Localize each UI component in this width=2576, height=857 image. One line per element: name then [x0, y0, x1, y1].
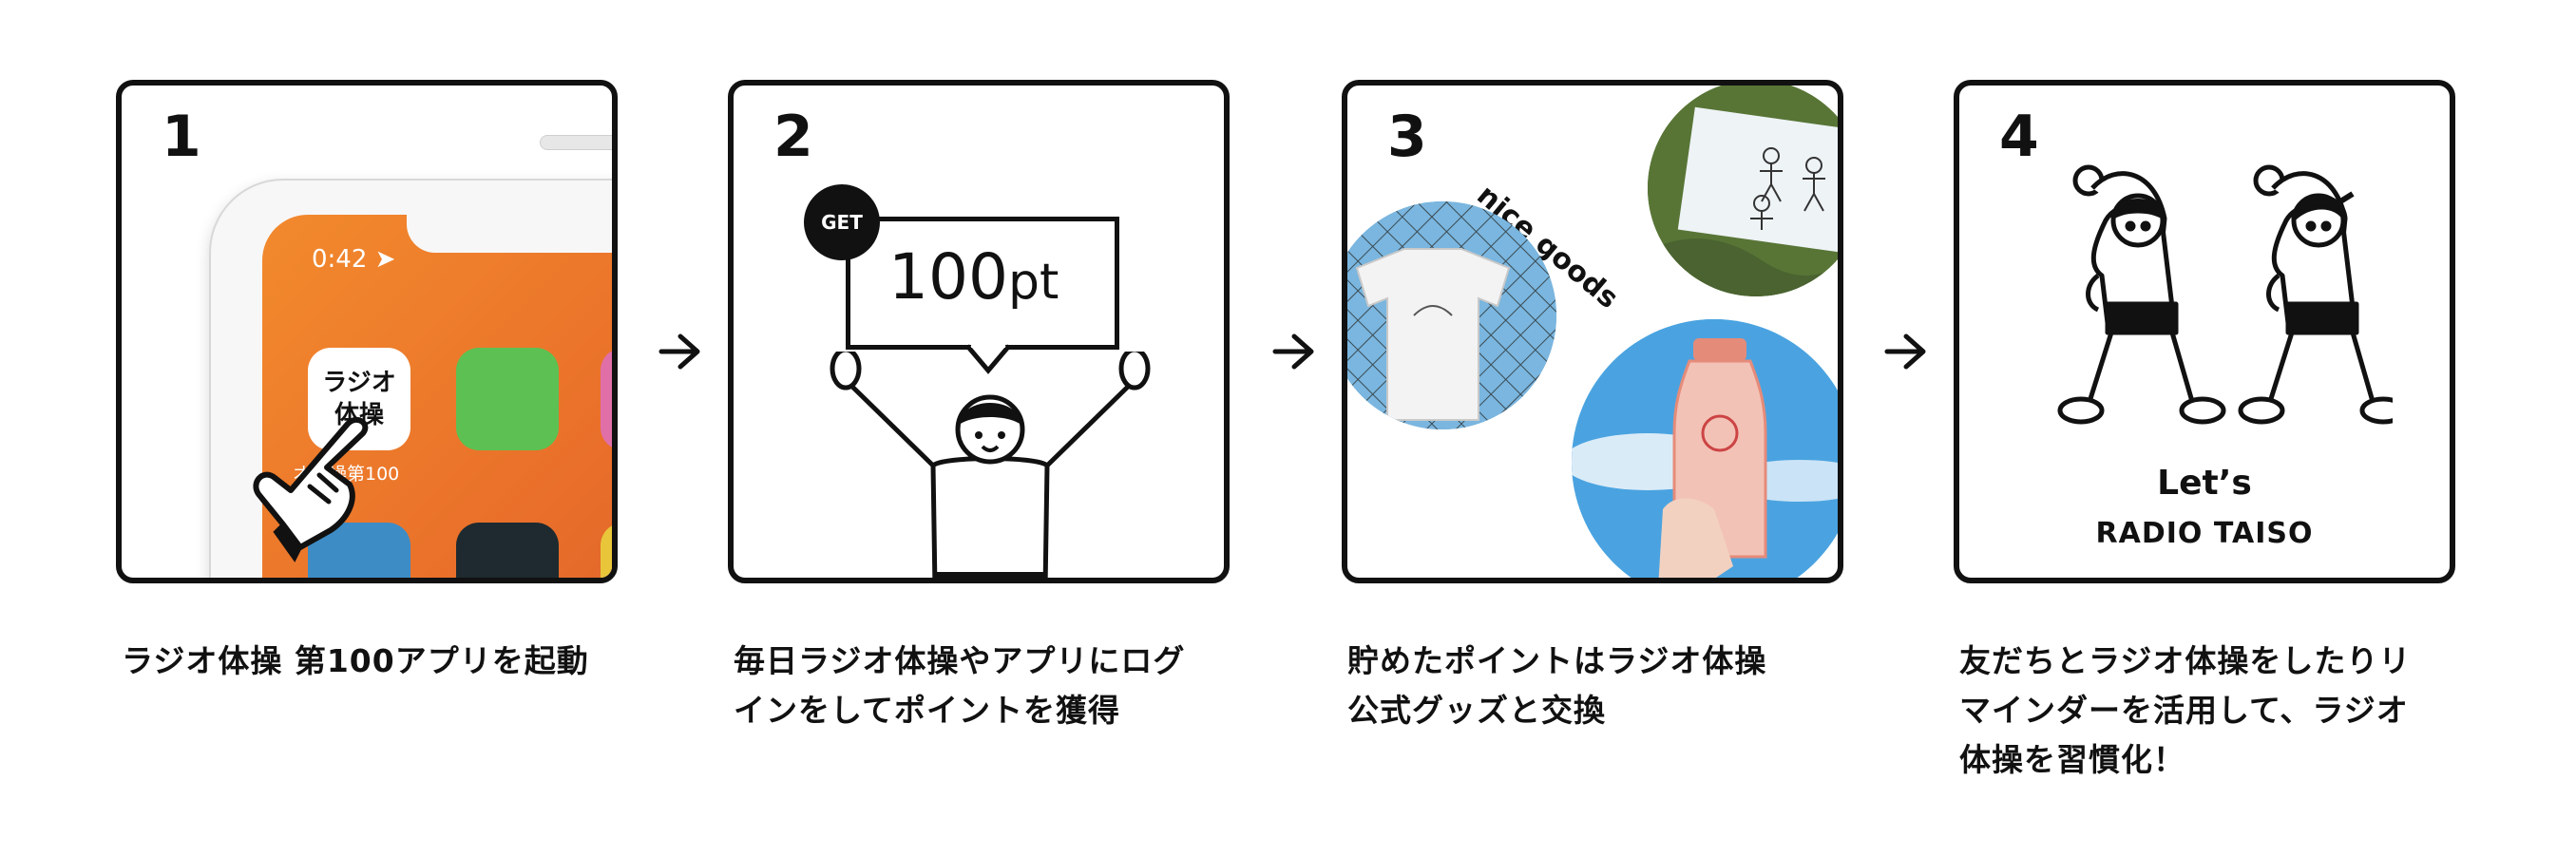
- step-3-panel: 3 nice goods: [1342, 80, 1843, 583]
- green-app-icon: [456, 348, 559, 450]
- fence-pattern: [1347, 201, 1556, 429]
- step-4-panel: 4 Let’s R: [1954, 80, 2455, 583]
- bottle-photo: [1572, 319, 1838, 578]
- tshirt-photo: [1347, 201, 1556, 429]
- phone-notch: [407, 203, 612, 253]
- step-number: 3: [1387, 104, 1427, 170]
- sticker-photo: [1648, 86, 1838, 296]
- status-time: 0:42 ➤: [312, 245, 395, 274]
- location-arrow-icon: ➤: [374, 245, 396, 274]
- right-arrow-icon: [1884, 333, 1926, 370]
- step-3-caption: 貯めたポイントはラジオ体操 公式グッズと交換: [1347, 642, 1767, 729]
- points-speech-box: 100pt: [846, 217, 1119, 350]
- phone-speaker: [540, 135, 612, 150]
- yellow-app-icon: [601, 523, 612, 578]
- step-2-panel: 2 100pt GET: [728, 80, 1230, 583]
- sticker-illustration: [1648, 86, 1838, 296]
- radio-taiso-title: RADIO TAISO: [2095, 517, 2314, 550]
- status-time-text: 0:42: [312, 245, 368, 274]
- points-amount: 100pt: [888, 246, 1059, 309]
- pointing-hand-icon: [253, 416, 369, 562]
- lets-title: Let’s: [2157, 464, 2252, 503]
- cheering-person-illustration: [830, 352, 1151, 578]
- exercising-people-illustration: [2057, 164, 2393, 425]
- speech-tail: [967, 342, 1009, 374]
- step-4-caption: 友だちとラジオ体操をしたりリ マインダーを活用して、ラジオ 体操を習慣化！: [1959, 642, 2412, 778]
- step-number: 2: [773, 104, 813, 170]
- step-1-caption: ラジオ体操 第100アプリを起動: [122, 642, 589, 679]
- step-2-caption: 毎日ラジオ体操やアプリにログ インをしてポイントを獲得: [734, 642, 1186, 729]
- points-unit: pt: [1007, 254, 1059, 311]
- dark-app-icon: [456, 523, 559, 578]
- get-badge: GET: [804, 184, 880, 260]
- right-arrow-icon: [1272, 333, 1314, 370]
- points-value: 100: [888, 240, 1008, 314]
- step-1-panel: 1 0:42 ➤ ラジオ 体操 オ体操第100: [116, 80, 618, 583]
- step-number: 1: [162, 104, 201, 170]
- pink-app-icon: [601, 348, 612, 450]
- right-arrow-icon: [658, 333, 700, 370]
- step-number: 4: [1999, 104, 2039, 170]
- bottle-illustration: [1572, 319, 1838, 578]
